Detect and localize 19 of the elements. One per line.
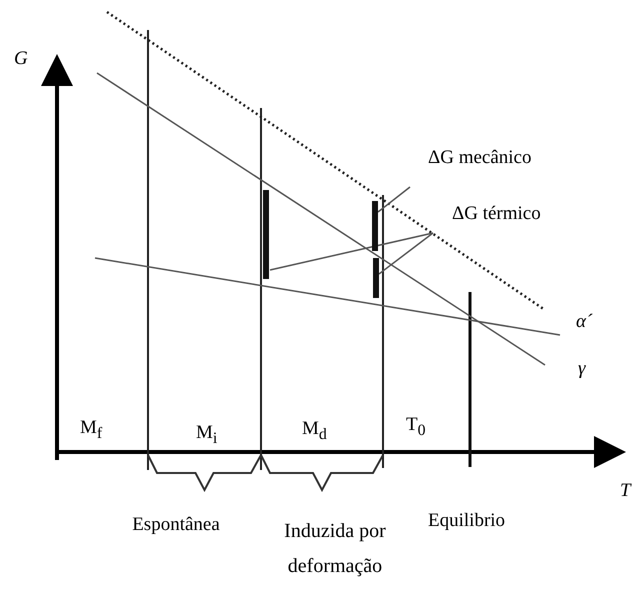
region-label: Espontânea xyxy=(131,514,221,536)
curve-label: γ xyxy=(578,358,586,380)
temperature-label: M$_{i}$ xyxy=(196,422,218,449)
region-label: Induzida por deformação xyxy=(283,519,387,579)
energy-bar xyxy=(263,190,269,279)
temperature-label: T$_{0}$ xyxy=(406,414,426,441)
annotation-text: ΔG térmico xyxy=(452,203,541,225)
leader-line xyxy=(378,186,410,213)
region-label: Equilibrio xyxy=(428,510,506,532)
axis-label: T xyxy=(620,480,631,502)
leader-line xyxy=(378,232,434,275)
curve-label: α´ xyxy=(576,311,592,333)
temperature-label: M$_{d}$ xyxy=(302,418,327,445)
temperature-label: M$_{f}$ xyxy=(80,417,102,444)
axis-label: G xyxy=(14,48,28,70)
leader-line xyxy=(270,232,434,271)
annotation-text: ΔG mecânico xyxy=(428,147,532,169)
energy-bar xyxy=(372,201,378,251)
energy-bar xyxy=(373,258,379,298)
